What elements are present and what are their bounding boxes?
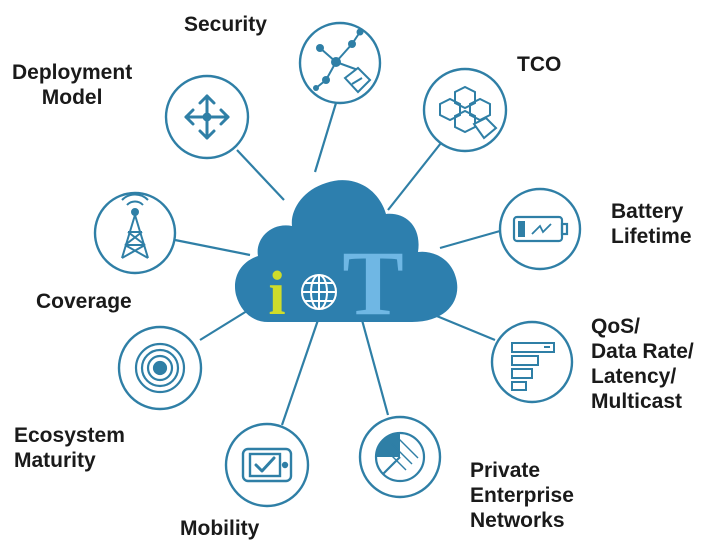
- label-battery: Battery Lifetime: [611, 199, 692, 249]
- network-tag-icon: [313, 28, 372, 94]
- label-deployment-line-2: Model: [41, 86, 103, 109]
- label-deployment-line-1: Deployment: [12, 61, 133, 84]
- globe-icon: [301, 274, 337, 310]
- connector-security: [313, 102, 338, 173]
- label-ecosystem: Ecosystem Maturity: [14, 423, 125, 473]
- connector-tco: [387, 142, 442, 211]
- data-bars-icon: [511, 342, 555, 391]
- iot-letter-t: T: [342, 232, 403, 334]
- blocks-tag-icon: [439, 85, 498, 140]
- node-circle-qos: [490, 320, 574, 404]
- label-private: Private Enterprise Networks: [470, 458, 574, 533]
- label-qos-line-1: QoS/: [591, 315, 641, 338]
- label-private-line-3: Networks: [470, 509, 565, 532]
- connector-coverage: [174, 238, 251, 257]
- tablet-check-icon: [241, 447, 293, 483]
- connector-deployment: [236, 149, 285, 201]
- label-qos-line-2: Data Rate/: [591, 340, 694, 363]
- iot-cloud: i T: [234, 180, 458, 334]
- label-qos-line-4: Multicast: [591, 390, 683, 413]
- label-ecosystem-line-2: Maturity: [14, 449, 96, 472]
- label-private-line-2: Enterprise: [470, 484, 574, 507]
- label-mobility: Mobility: [180, 516, 259, 541]
- iot-letter-i: i: [268, 260, 285, 328]
- label-battery-line-2: Lifetime: [611, 225, 692, 248]
- label-coverage: Coverage: [36, 289, 132, 314]
- concentric-circles-icon: [134, 342, 186, 394]
- connector-mobility: [280, 319, 320, 426]
- cell-tower-icon: [121, 193, 149, 259]
- label-tco-line-1: TCO: [517, 53, 562, 76]
- label-coverage-line-1: Coverage: [36, 290, 132, 313]
- label-tco: TCO: [517, 52, 561, 77]
- pie-chart-icon: [374, 431, 426, 483]
- label-security: Security: [184, 12, 267, 37]
- connector-battery: [439, 229, 501, 250]
- label-mobility-line-1: Mobility: [180, 517, 260, 540]
- label-qos-line-3: Latency/: [591, 365, 677, 388]
- label-deployment: Deployment Model: [12, 60, 132, 110]
- connector-private: [360, 319, 390, 416]
- label-battery-line-1: Battery: [611, 200, 684, 223]
- label-private-line-1: Private: [470, 459, 541, 482]
- label-ecosystem-line-1: Ecosystem: [14, 424, 125, 447]
- battery-icon: [512, 215, 569, 243]
- move-arrows-icon: [184, 94, 230, 140]
- label-qos: QoS/ Data Rate/ Latency/ Multicast: [591, 314, 694, 414]
- node-circle-battery: [498, 187, 582, 271]
- connector-lines: [174, 102, 501, 426]
- label-security-line-1: Security: [184, 13, 267, 36]
